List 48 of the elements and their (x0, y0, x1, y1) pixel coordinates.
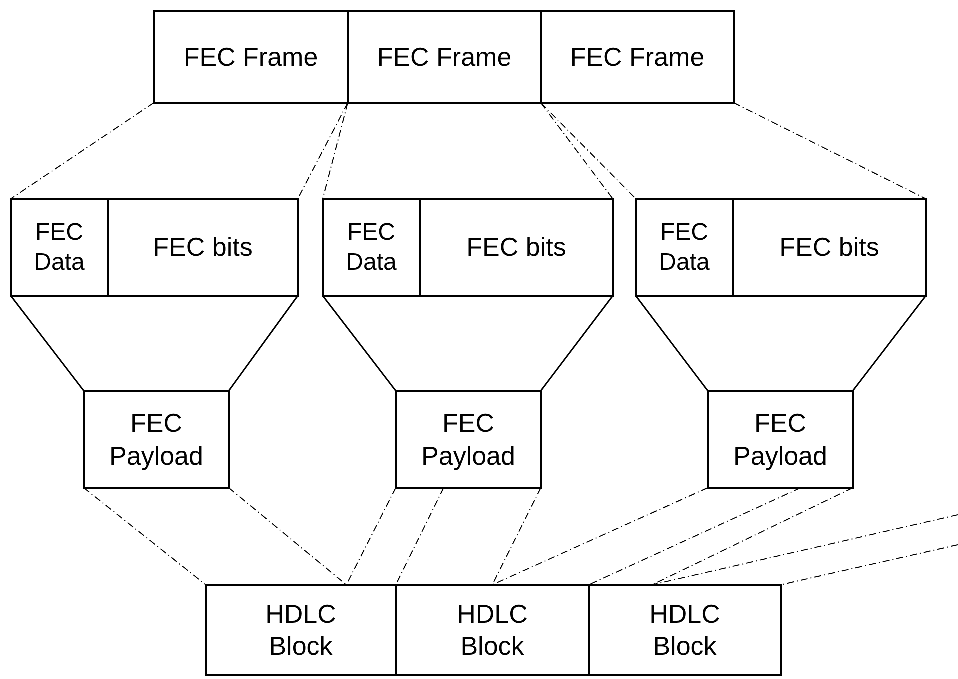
connector-line (10, 296, 85, 392)
box-label: FEC Payload (420, 407, 516, 472)
frame-box (153, 10, 349, 104)
frame-box (347, 10, 542, 104)
connector-line (540, 102, 636, 200)
frame-box (205, 584, 397, 676)
connector-line (588, 488, 802, 586)
connector-line (492, 488, 708, 586)
connector-line (780, 544, 958, 586)
box-label: FEC Frame (184, 40, 318, 74)
box-label: FEC bits (153, 231, 253, 264)
connector-line (228, 296, 299, 392)
frame-box (395, 584, 590, 676)
connector-line (396, 488, 444, 586)
connector-line (10, 102, 154, 200)
frame-box (83, 390, 230, 489)
connector-line (734, 102, 926, 200)
connector-line (540, 102, 614, 200)
box-label: FEC bits (780, 231, 880, 264)
box-label: FEC Data (345, 218, 398, 278)
box-label: FEC Data (658, 218, 711, 278)
frame-box (322, 198, 421, 297)
connector-line (652, 488, 854, 586)
connector-line (298, 102, 348, 200)
frame-box (107, 198, 299, 297)
connector-line (852, 296, 927, 392)
box-label: FEC Data (33, 218, 86, 278)
frame-box (540, 10, 735, 104)
connector-line (322, 296, 397, 392)
box-label: FEC bits (466, 231, 566, 264)
box-label: FEC Frame (570, 40, 705, 74)
box-label: FEC Payload (108, 407, 204, 472)
box-label: HDLC Block (456, 598, 529, 662)
frame-box (395, 390, 542, 489)
frame-box (10, 198, 109, 297)
connector-line (540, 296, 614, 392)
frame-box (707, 390, 854, 489)
connector-line (228, 488, 348, 586)
box-label: FEC Payload (732, 407, 828, 472)
box-label: HDLC Block (264, 598, 338, 662)
box-label: FEC Frame (377, 40, 512, 74)
frame-box (419, 198, 614, 297)
frame-box (588, 584, 782, 676)
connector-line (84, 488, 206, 586)
connector-line (635, 296, 709, 392)
frame-box (732, 198, 927, 297)
frame-box (635, 198, 734, 297)
box-label: HDLC Block (648, 598, 722, 662)
